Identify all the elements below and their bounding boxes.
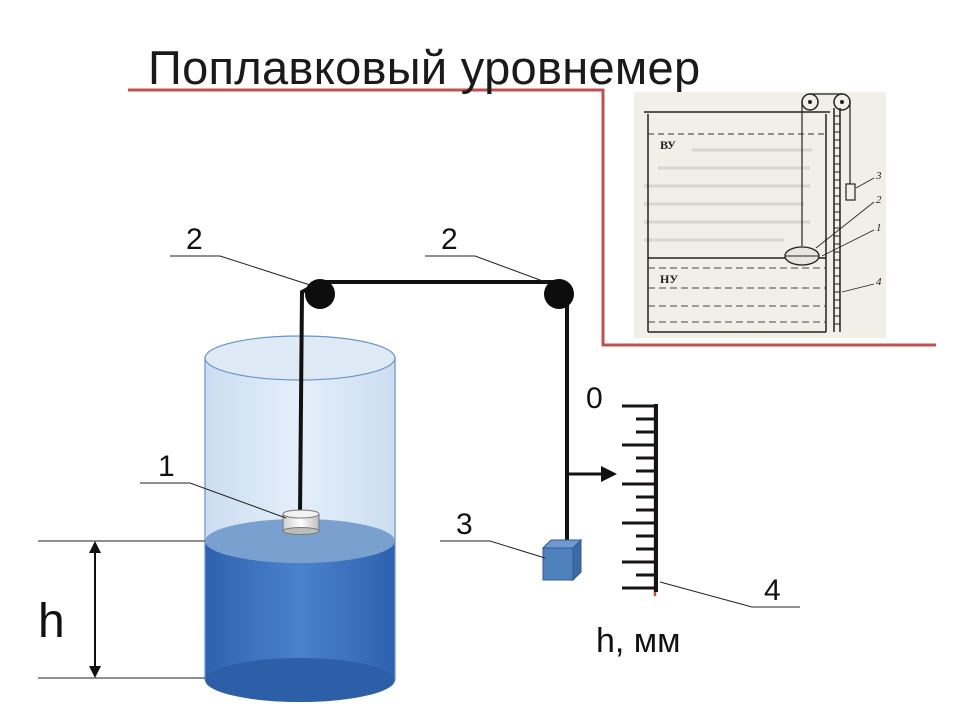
inset-lower-level: НУ (660, 272, 679, 286)
label-pulley-left: 2 (186, 223, 203, 256)
pointer-arrowhead (601, 466, 617, 482)
inset-drawing (634, 92, 886, 338)
leader-float (140, 482, 287, 519)
label-level-h: h (38, 595, 65, 648)
water-surface (205, 519, 395, 563)
leader-scale (659, 581, 800, 608)
leader-pulley-right (425, 255, 549, 284)
pulley-left (305, 279, 335, 309)
tank-bottom (205, 658, 395, 702)
pulley-right (544, 279, 574, 309)
counterweight (541, 538, 583, 582)
inset-callout-1: 1 (876, 222, 882, 234)
water-column (205, 541, 395, 681)
label-scale-zero: 0 (586, 382, 603, 415)
inset-callout-4: 4 (876, 276, 882, 288)
scale (622, 404, 658, 596)
level-arrow-down (89, 666, 101, 678)
level-arrow-up (89, 541, 101, 553)
cable (298, 280, 569, 545)
label-counterweight: 3 (456, 508, 473, 541)
label-scale: 4 (764, 574, 781, 607)
label-scale-unit: h, мм (596, 622, 681, 660)
float (282, 509, 320, 535)
label-float: 1 (158, 450, 175, 483)
leader-pulley-left (170, 255, 311, 286)
slide-title: Поплавковый уровнемер (148, 41, 701, 94)
inset-upper-level: ВУ (660, 138, 676, 152)
inset-callout-3: 3 (876, 170, 882, 182)
label-pulley-right: 2 (441, 223, 458, 256)
leader-counterweight (440, 540, 546, 559)
inset-callout-2: 2 (876, 194, 882, 206)
inset-reference-sketch: ВУ НУ 3 2 1 4 (634, 92, 886, 338)
